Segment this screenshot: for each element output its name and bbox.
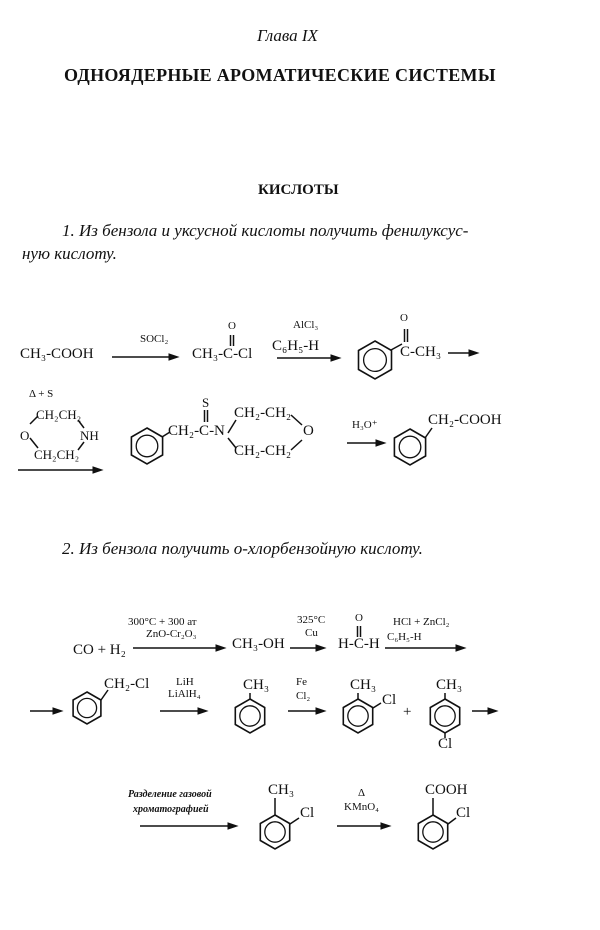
final-cl: Cl (456, 805, 471, 821)
thioamide-sulfur: S (202, 395, 210, 410)
plus-sign: + (403, 704, 412, 720)
morpholine-bond (77, 441, 85, 451)
aromatic-circle-icon (362, 347, 388, 373)
morpholine-oxygen: O (20, 428, 30, 443)
aromatic-circle-icon (135, 434, 159, 458)
bond-line (100, 689, 109, 701)
formaldehyde: H-C-H (338, 636, 380, 652)
thioamide-chain: CH₂-C-N (168, 423, 225, 439)
bond-line (289, 817, 300, 825)
bond-line (161, 431, 171, 438)
aromatic-circle-icon (347, 705, 369, 727)
reaction-arrow-head-icon (330, 354, 342, 362)
cond-cu: Cu (305, 627, 318, 639)
chapter-title: ОДНОЯДЕРНЫЕ АРОМАТИЧЕСКИЕ СИСТЕМЫ (64, 65, 496, 85)
benzyl-chloride-substituent: CH₂-Cl (104, 676, 150, 692)
reagent-alcl3: AlCl₃ (293, 319, 319, 331)
morpholine-bond (29, 415, 39, 425)
reaction-arrow-head-icon (455, 644, 467, 652)
reaction-arrow-head-icon (168, 353, 180, 361)
morpholine-bond (29, 437, 39, 449)
problem1-text-line1: 1. Из бензола и уксусной кислоты получит… (62, 221, 469, 240)
reaction-arrow-head-icon (92, 466, 104, 474)
aromatic-circle-icon (434, 705, 456, 727)
reaction-arrow-head-icon (315, 707, 327, 715)
bond-line (424, 427, 433, 439)
toluene-ch3: CH₃ (243, 677, 270, 693)
acetophenone-substituent: C-CH₃ (400, 344, 442, 360)
reagent-heat-sulfur: Δ + S (29, 388, 54, 400)
aromatic-circle-icon (264, 821, 286, 843)
aromatic-circle-icon (76, 697, 98, 719)
reaction-arrow-head-icon (197, 707, 209, 715)
reagent-benzene: C₆H₅-H (272, 338, 320, 354)
ortho-cl: Cl (382, 692, 397, 708)
separated-ch3: CH₃ (268, 782, 295, 798)
ketone-oxygen: O (400, 312, 408, 324)
chapter-label: Глава IX (257, 26, 318, 45)
reagent-socl2: SOCl₂ (140, 333, 169, 345)
cond-heat: Δ (358, 787, 366, 799)
para-ch3: CH₃ (436, 677, 463, 693)
section-title: КИСЛОТЫ (258, 182, 339, 198)
cond-lialh4: LiAlH₄ (168, 688, 201, 700)
acetyl-chloride: CH₃-C-Cl (192, 346, 253, 362)
thioamide-bottom-chain: CH₂-CH₂ (234, 443, 292, 459)
ortho-ch3: CH₃ (350, 677, 377, 693)
cond-separation-line2: хроматографией (133, 804, 209, 815)
reaction-arrow-head-icon (227, 822, 239, 830)
reaction-arrow-head-icon (375, 439, 387, 447)
morpholine-top: CH₂CH₂ (36, 407, 82, 422)
aromatic-circle-icon (398, 435, 422, 459)
morpholine-nh: NH (80, 428, 99, 443)
thioamide-bond (290, 414, 303, 426)
problem2-text: 2. Из бензола получить о-хлорбензойную к… (62, 539, 423, 558)
separated-cl: Cl (300, 805, 315, 821)
acetic-acid: CH₃-COOH (20, 346, 94, 362)
carbonyl-oxygen: O (228, 320, 236, 332)
thioamide-top-chain: CH₂-CH₂ (234, 405, 292, 421)
bond-line (447, 817, 457, 825)
reaction-arrow-head-icon (468, 349, 480, 357)
methanol: CH₃-OH (232, 636, 285, 652)
formaldehyde-oxygen: O (355, 612, 363, 624)
problem1-text-line2: ную кислоту. (22, 244, 117, 263)
reaction-arrow-head-icon (315, 644, 327, 652)
cond-benzene: C₆H₅-H (387, 631, 422, 643)
reaction-arrow-head-icon (215, 644, 227, 652)
final-cooh: COOH (425, 782, 468, 798)
cond-hcl-zncl2: HCl + ZnCl₂ (393, 616, 450, 628)
thioamide-oxygen: O (303, 423, 314, 439)
reaction-arrow-head-icon (52, 707, 64, 715)
bond-line (390, 343, 403, 351)
aromatic-circle-icon (239, 705, 261, 727)
cond-lih: LiH (176, 676, 194, 688)
aromatic-circle-icon (422, 821, 444, 843)
reaction-arrow-head-icon (380, 822, 392, 830)
morpholine-bottom: CH₂CH₂ (34, 447, 80, 462)
morpholine-bond (77, 419, 85, 429)
cond-kmno4: KMnO₄ (344, 801, 380, 813)
thioamide-bond (227, 419, 237, 434)
cond-temperature-pressure: 300°C + 300 ат (128, 616, 197, 628)
benzene-ring-icon (234, 698, 266, 734)
co-h2: CO + H₂ (73, 642, 126, 658)
cond-separation-line1: Разделение газовой (128, 789, 212, 800)
thioamide-bond (290, 439, 303, 451)
cond-325c: 325°C (297, 614, 326, 626)
reagent-h3o: H₃O⁺ (352, 419, 378, 431)
bond-line (372, 702, 382, 709)
benzene-ring-icon (72, 691, 102, 725)
cond-catalyst-zno: ZnO-Cr₂O₃ (146, 628, 197, 640)
phenylacetic-substituent: CH₂-COOH (428, 412, 502, 428)
thioamide-bond (227, 437, 237, 449)
cond-fe: Fe (296, 676, 307, 688)
cond-cl2: Cl₂ (296, 690, 311, 702)
reaction-arrow-head-icon (487, 707, 499, 715)
para-cl: Cl (438, 736, 453, 752)
